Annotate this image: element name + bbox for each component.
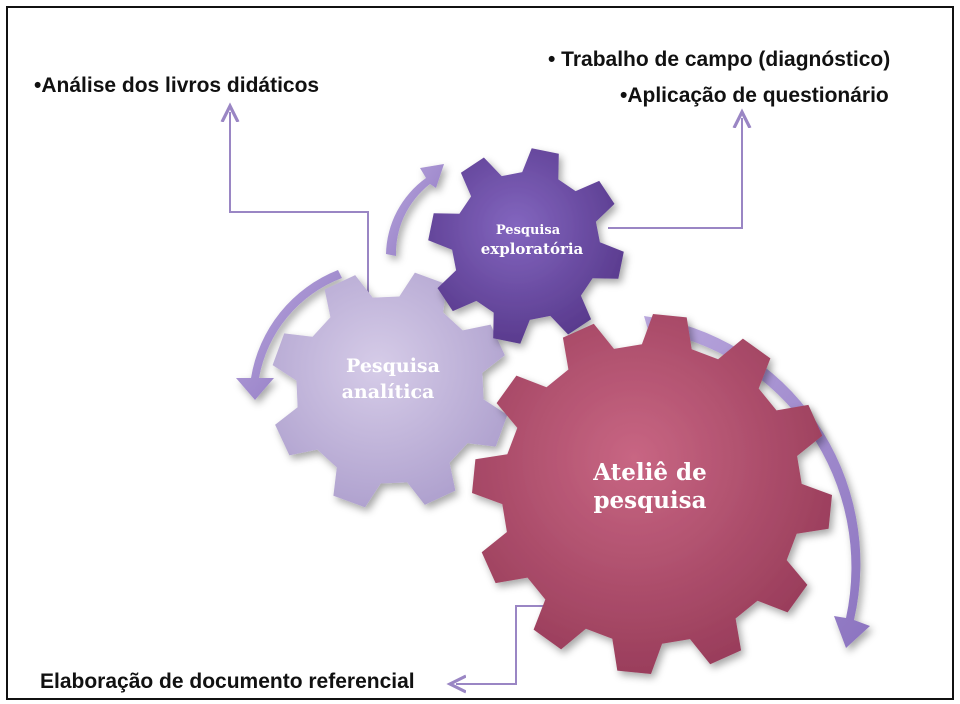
label-trabalho-campo: • Trabalho de campo (diagnóstico): [548, 48, 891, 71]
curved-arrow-atelie: [644, 316, 870, 648]
gear-analitica: [272, 272, 508, 508]
gear-exploratoria-line1: Pesquisa: [496, 223, 561, 238]
gear-exploratoria: [428, 148, 624, 344]
gear-exploratoria-line2: exploratória: [481, 240, 584, 258]
curved-arrow-analise: [236, 270, 342, 400]
gear-atelie-line2: pesquisa: [593, 487, 706, 514]
gear-atelie: [472, 314, 832, 674]
diagram-frame: •Análise dos livros didáticos • Trabalho…: [6, 6, 954, 700]
curved-arrow-exploratoria: [386, 164, 444, 256]
connector-exploratoria: [608, 118, 742, 229]
gear-atelie-line1: Ateliê de: [592, 459, 707, 486]
label-analise-livros: •Análise dos livros didáticos: [34, 74, 320, 97]
label-aplicacao-questionario: •Aplicação de questionário: [620, 84, 889, 107]
gear-analitica-line1: Pesquisa: [346, 355, 440, 377]
gear-analitica-line2: analítica: [342, 381, 435, 403]
connector-atelie: [456, 605, 556, 684]
label-elaboracao-documento: Elaboração de documento referencial: [40, 670, 415, 693]
gear-diagram: Pesquisa exploratória Pesquisa analítica…: [8, 8, 870, 698]
connector-analise: [230, 112, 369, 320]
